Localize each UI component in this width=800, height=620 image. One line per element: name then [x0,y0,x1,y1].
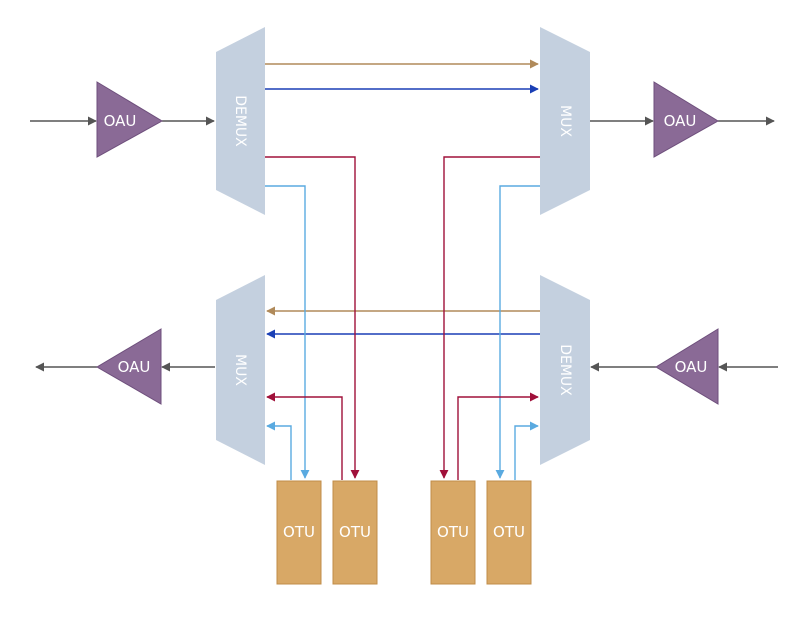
otu-transponder-4: OTU [486,480,532,585]
demux-block-top-left: DEMUX [216,27,265,215]
otu-transponder-2: OTU [332,480,378,585]
demux-label-top-left: DEMUX [232,95,248,147]
add-path-lightblue-left [266,421,292,480]
oau-label-bottom-left: OAU [118,358,151,376]
demux-block-bottom-right: DEMUX [540,275,590,465]
oau-label-bottom-right: OAU [675,358,708,376]
otu-label-4: OTU [493,523,525,541]
mux-label-bottom-left: MUX [232,354,248,386]
oau-amplifier-top-right: OAU [653,81,719,158]
otu-label-3: OTU [437,523,469,541]
mux-label-top-right: MUX [557,105,573,137]
add-path-red-left [266,392,343,480]
oau-amplifier-bottom-right: OAU [655,328,719,405]
drop-path-red-left [265,156,360,479]
oau-label-top-left: OAU [104,112,137,130]
otu-label-2: OTU [339,523,371,541]
demux-label-bottom-right: DEMUX [557,344,573,396]
drop-path-red-right [457,392,539,480]
mux-block-bottom-left: MUX [216,275,265,465]
mux-block-top-right: MUX [540,27,590,215]
connections [30,59,778,480]
add-path-red-right [439,156,540,479]
otu-transponder-3: OTU [430,480,476,585]
oau-label-top-right: OAU [664,112,697,130]
otu-label-1: OTU [283,523,315,541]
oau-amplifier-top-left: OAU [96,81,164,158]
add-path-lightblue-right [495,185,540,479]
drop-path-lightblue-left [265,185,310,479]
oau-amplifier-bottom-left: OAU [96,328,162,405]
otu-transponder-1: OTU [276,480,322,585]
drop-path-lightblue-right [514,421,539,480]
